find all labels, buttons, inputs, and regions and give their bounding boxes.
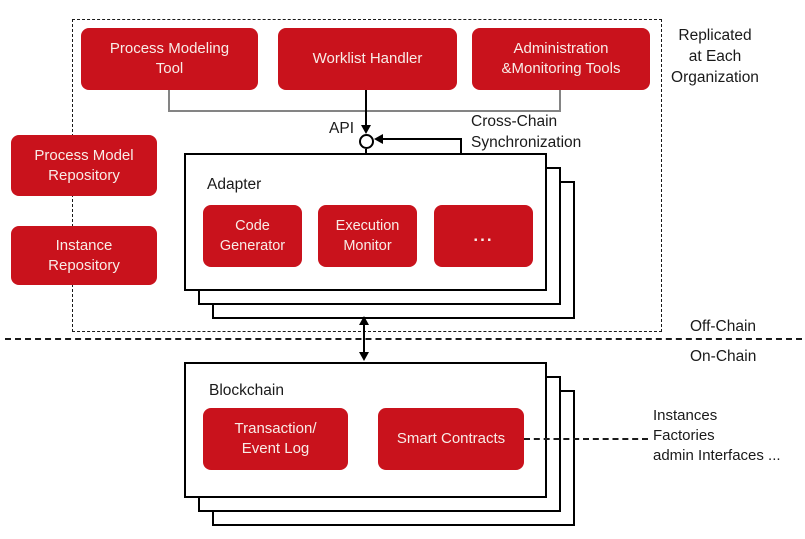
process-modeling-tool-label-line2: Tool — [155, 60, 184, 77]
cross-chain-line2: Synchronization — [471, 134, 582, 151]
api-bus-horizontal — [168, 110, 561, 112]
instance-repository-line1: Instance — [55, 236, 113, 254]
circle-to-adapter-line — [365, 149, 367, 155]
adapter-blockchain-link-line — [363, 324, 365, 354]
code-generator-line1: Code — [235, 218, 270, 234]
transaction-log-line2: Event Log — [241, 440, 310, 457]
process-modeling-tool-box: Process Modeling Tool — [81, 28, 258, 90]
instance-repository-line2: Repository — [48, 256, 120, 274]
code-generator-line2: Generator — [219, 238, 286, 254]
administration-monitoring-tools-box: Administration &Monitoring Tools — [472, 28, 650, 90]
smart-contracts-box: Smart Contracts — [378, 408, 524, 470]
transaction-event-log-box: Transaction/ Event Log — [203, 408, 348, 470]
admin-connector-vertical — [559, 90, 561, 112]
note-line1: Instances — [653, 407, 718, 424]
ellipsis-label: ... — [473, 226, 494, 245]
cross-chain-line1: Cross-Chain — [471, 113, 558, 130]
arrowhead-left-icon — [374, 134, 383, 144]
offchain-onchain-divider — [5, 338, 802, 340]
note-line2: Factories — [653, 427, 715, 444]
api-label: API — [329, 120, 354, 137]
blockchain-box: Blockchain Transaction/ Event Log Smart … — [184, 362, 547, 498]
replicated-caption-line3: Organization — [671, 69, 759, 86]
blockchain-note: Instances Factories admin Interfaces ... — [653, 406, 781, 466]
execution-monitor-line1: Execution — [335, 218, 400, 234]
adapter-more-box: ... — [434, 205, 533, 267]
replicated-caption: Replicated at Each Organization — [661, 25, 769, 88]
api-connector-circle — [359, 134, 374, 149]
arrowhead-up-icon — [359, 316, 369, 325]
administration-label-line2: &Monitoring Tools — [501, 60, 621, 77]
administration-label-line1: Administration — [513, 40, 609, 57]
replicated-caption-line2: at Each — [688, 48, 742, 65]
cross-chain-line-horizontal — [381, 138, 462, 140]
smart-contracts-label: Smart Contracts — [396, 430, 506, 447]
note-line3: admin Interfaces ... — [653, 447, 781, 464]
adapter-title: Adapter — [207, 176, 262, 193]
worklist-to-api-line — [365, 90, 367, 125]
process-model-repository-line1: Process Model — [34, 146, 134, 164]
arrowhead-down-icon — [361, 125, 371, 134]
pmt-connector-vertical — [168, 90, 170, 112]
arrowhead-down2-icon — [359, 352, 369, 361]
adapter-box: Adapter Code Generator Execution Monitor… — [184, 153, 547, 291]
process-model-repository-line2: Repository — [48, 166, 120, 184]
on-chain-label: On-Chain — [690, 348, 757, 365]
process-model-repository-box: Process Model Repository — [11, 135, 157, 196]
code-generator-box: Code Generator — [203, 205, 302, 267]
replicated-caption-line1: Replicated — [678, 27, 752, 44]
execution-monitor-line2: Monitor — [343, 238, 392, 254]
blockchain-title: Blockchain — [209, 382, 284, 399]
worklist-handler-label: Worklist Handler — [312, 50, 423, 67]
instance-repository-box: Instance Repository — [11, 226, 157, 285]
off-chain-label: Off-Chain — [690, 318, 757, 335]
worklist-handler-box: Worklist Handler — [278, 28, 457, 90]
cross-chain-sync-label: Cross-Chain Synchronization — [471, 111, 581, 153]
transaction-log-line1: Transaction/ — [234, 420, 317, 437]
smart-contracts-note-connector — [524, 438, 648, 440]
process-modeling-tool-label-line1: Process Modeling — [109, 40, 230, 57]
cross-chain-line-vertical — [460, 138, 462, 155]
execution-monitor-box: Execution Monitor — [318, 205, 417, 267]
